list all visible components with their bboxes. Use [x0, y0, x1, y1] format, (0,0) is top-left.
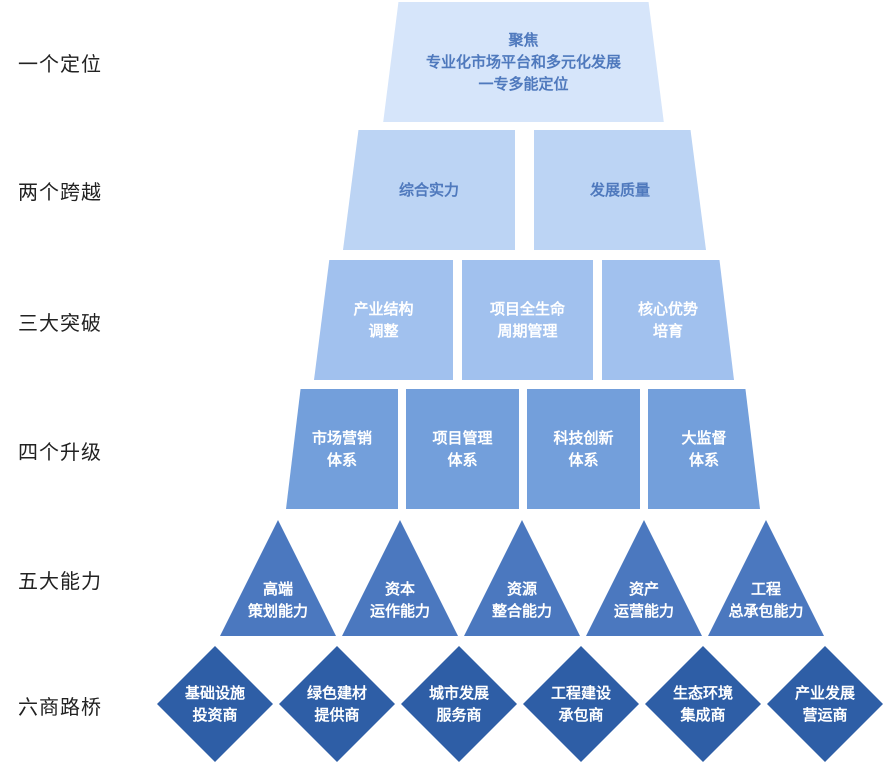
- tier4-text: 科技创新 体系: [553, 429, 614, 469]
- tier4-block-project: 项目管理 体系: [406, 389, 519, 509]
- tier5-triangle-resources: 资源 整合能力: [464, 520, 580, 636]
- tier3-block-advantage: 核心优势 培育: [602, 260, 734, 380]
- tier2-text: 发展质量: [589, 181, 650, 199]
- tier6-text: 绿色建材 提供商: [306, 684, 367, 724]
- tier6-text: 城市发展 服务商: [428, 684, 489, 724]
- tier2-text: 综合实力: [398, 181, 459, 199]
- tier6-diamond-integrator: 生态环境 集成商: [645, 646, 761, 762]
- tier6-diamond-operator: 产业发展 营运商: [767, 646, 883, 762]
- tier6-diamond-supplier: 绿色建材 提供商: [279, 646, 395, 762]
- row-label-roles: 六商路桥: [18, 695, 102, 719]
- tier3-text: 核心优势 培育: [637, 300, 698, 340]
- tier6-text: 产业发展 营运商: [794, 684, 855, 724]
- tier4-text: 大监督 体系: [681, 429, 727, 469]
- tier1-text: 聚焦 专业化市场平台和多元化发展 一专多能定位: [425, 31, 621, 93]
- tier4-block-supervision: 大监督 体系: [648, 389, 760, 509]
- tier6-diamond-investor: 基础设施 投资商: [157, 646, 273, 762]
- tier3-text: 产业结构 调整: [353, 300, 414, 340]
- tier2-block-quality: 发展质量: [534, 130, 706, 250]
- tier5-text: 资产 运营能力: [613, 580, 674, 620]
- tier5-triangle-planning: 高端 策划能力: [220, 520, 336, 636]
- row-label-leaps: 两个跨越: [18, 180, 102, 204]
- tier3-text: 项目全生命 周期管理: [489, 300, 565, 340]
- tier1-block-positioning: 聚焦 专业化市场平台和多元化发展 一专多能定位: [383, 2, 664, 122]
- tier2-block-strength: 综合实力: [343, 130, 515, 250]
- tier5-text: 工程 总承包能力: [728, 580, 804, 620]
- tier6-text: 工程建设 承包商: [550, 684, 611, 724]
- tier4-block-marketing: 市场营销 体系: [286, 389, 398, 509]
- tier5-text: 资源 整合能力: [491, 580, 552, 620]
- row-label-breakthroughs: 三大突破: [18, 311, 102, 335]
- row-label-capabilities: 五大能力: [18, 569, 102, 593]
- tier6-diamond-contractor: 工程建设 承包商: [523, 646, 639, 762]
- tier6-text: 基础设施 投资商: [184, 684, 245, 724]
- row-label-positioning: 一个定位: [18, 52, 102, 76]
- tier6-text: 生态环境 集成商: [672, 684, 733, 724]
- tier3-block-lifecycle: 项目全生命 周期管理: [462, 260, 593, 380]
- tier5-text: 资本 运作能力: [369, 580, 430, 620]
- tier3-block-structure: 产业结构 调整: [314, 260, 453, 380]
- tier6-diamond-service: 城市发展 服务商: [401, 646, 517, 762]
- tier5-text: 高端 策划能力: [247, 580, 308, 620]
- tier5-triangle-capital: 资本 运作能力: [342, 520, 458, 636]
- tier4-text: 项目管理 体系: [432, 429, 493, 469]
- tier4-block-innovation: 科技创新 体系: [527, 389, 640, 509]
- tier5-triangle-assets: 资产 运营能力: [586, 520, 702, 636]
- row-label-upgrades: 四个升级: [18, 440, 102, 464]
- tier5-triangle-contracting: 工程 总承包能力: [708, 520, 824, 636]
- tier4-text: 市场营销 体系: [311, 429, 372, 469]
